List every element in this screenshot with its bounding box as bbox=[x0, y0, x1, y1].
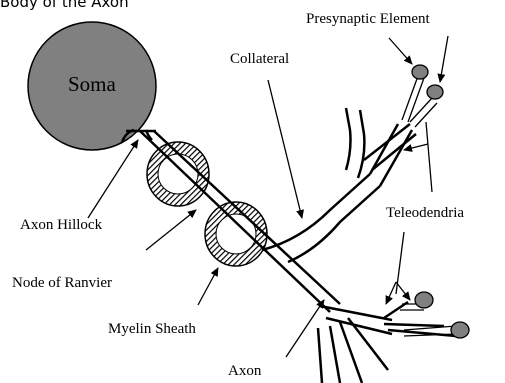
axon-label: Axon bbox=[228, 364, 261, 379]
node-of-ranvier-label: Node of Ranvier bbox=[12, 276, 112, 291]
soma-label: Soma bbox=[68, 74, 116, 95]
teleodendria-label: Teleodendria bbox=[386, 206, 464, 221]
collateral-label: Collateral bbox=[230, 52, 289, 67]
myelin-sheath-segments bbox=[147, 142, 267, 266]
presynaptic-element-label: Presynaptic Element bbox=[306, 12, 430, 27]
collateral-branch bbox=[262, 108, 416, 262]
figure-caption: Body of the Axon bbox=[0, 0, 129, 10]
myelin-sheath-label: Myelin Sheath bbox=[108, 322, 196, 337]
axon-hillock-label: Axon Hillock bbox=[20, 218, 102, 233]
terminal-branches bbox=[318, 302, 456, 383]
presynaptic-terminals bbox=[412, 65, 469, 338]
